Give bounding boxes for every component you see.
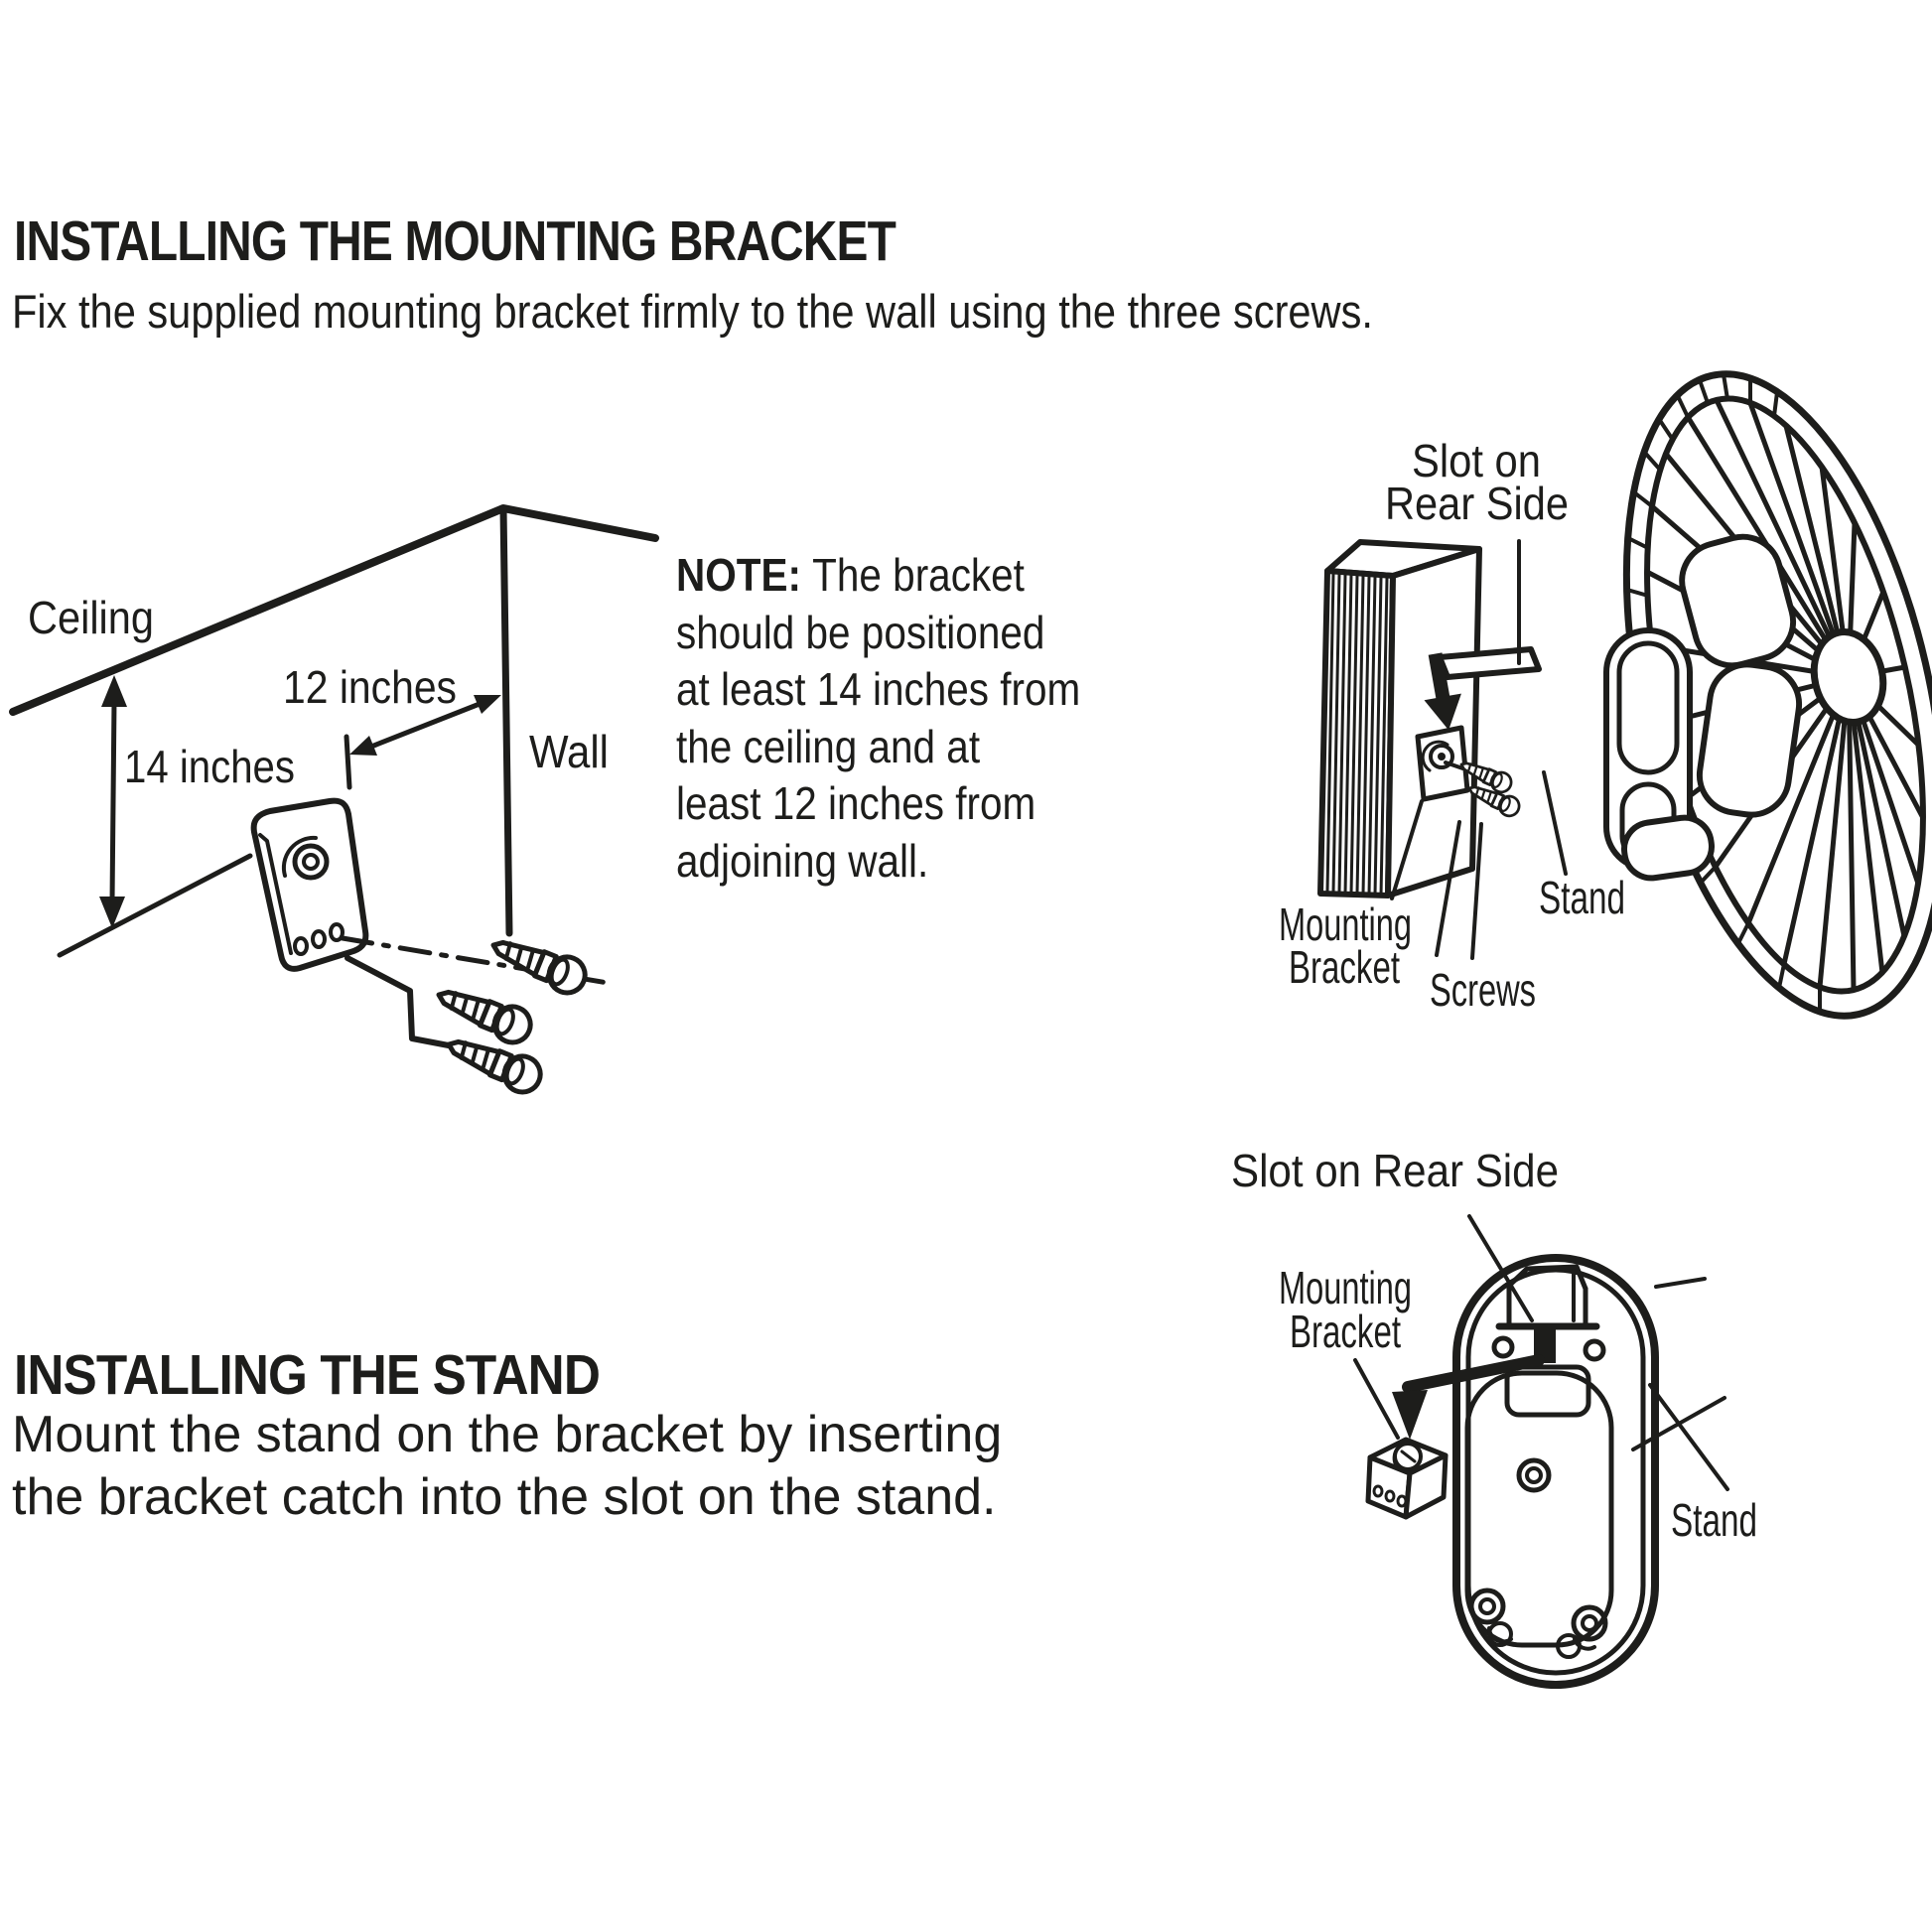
dimension-14-inches bbox=[99, 675, 127, 928]
mounting-label-line1: Mounting bbox=[1279, 1262, 1412, 1313]
insert-direction-arrow bbox=[1392, 1328, 1556, 1440]
bracket-catch-edge bbox=[345, 955, 478, 1053]
mounting-bracket bbox=[250, 797, 369, 972]
wall-label: Wall bbox=[529, 726, 609, 777]
stand-leader bbox=[1648, 1383, 1729, 1491]
wall-clearance-diagram: Ceiling 12 inches Wall 14 inches bbox=[9, 504, 659, 1112]
note-label: NOTE: bbox=[676, 549, 801, 601]
slot-side-hole-left bbox=[1491, 1335, 1515, 1359]
slot-side-hole-right bbox=[1583, 1338, 1606, 1362]
12-inches-label: 12 inches bbox=[283, 661, 457, 713]
section-body-stand: Mount the stand on the bracket by insert… bbox=[12, 1404, 1002, 1529]
mounting-bracket-leader bbox=[1353, 1358, 1400, 1440]
mounting-bracket bbox=[1415, 725, 1470, 802]
stand-leader bbox=[1542, 770, 1568, 876]
dimension-12-inches bbox=[344, 695, 501, 790]
ceiling-label: Ceiling bbox=[28, 592, 154, 643]
note-line: The bracket bbox=[812, 549, 1025, 601]
stand-leader-tick bbox=[1631, 1396, 1726, 1451]
note-line: least 12 inches from bbox=[676, 777, 1036, 829]
fan-mounting-diagram: Slot on Rear Side Mounting Bracket Screw… bbox=[1279, 370, 1932, 1020]
slot-label: Slot on Rear Side bbox=[1231, 1145, 1559, 1196]
stand-body-line2: the bracket catch into the slot on the s… bbox=[12, 1468, 997, 1526]
note-line: should be positioned bbox=[676, 606, 1045, 658]
slot-cutout bbox=[1495, 1264, 1600, 1330]
mounting-bracket bbox=[1365, 1437, 1449, 1520]
insert-direction-arrow bbox=[1424, 652, 1461, 731]
stand-label: Stand bbox=[1671, 1494, 1757, 1546]
fan-stand bbox=[1603, 627, 1715, 882]
note-line: at least 14 inches from bbox=[676, 663, 1081, 715]
leader-lines bbox=[1353, 1214, 1729, 1491]
mounting-label-line2: Bracket bbox=[1290, 1306, 1401, 1357]
stand-back-plate bbox=[1452, 1254, 1659, 1689]
plate-edge-tick bbox=[1654, 1277, 1707, 1289]
wood-stud bbox=[1317, 539, 1482, 898]
center-hole bbox=[1516, 1457, 1552, 1493]
wood-grain bbox=[1325, 572, 1389, 897]
stand-label: Stand bbox=[1539, 872, 1625, 923]
section-body-mounting-bracket: Fix the supplied mounting bracket firmly… bbox=[12, 285, 1373, 338]
stand-body-line1: Mount the stand on the bracket by insert… bbox=[12, 1406, 1003, 1463]
stand-back-diagram: Slot on Rear Side Mounting Bracket Stand bbox=[1231, 1145, 1757, 1689]
fan-hub bbox=[1810, 628, 1887, 726]
fan-motor-housing bbox=[1679, 533, 1803, 818]
14-inches-label: 14 inches bbox=[124, 741, 295, 792]
slot-label-line2: Rear Side bbox=[1385, 478, 1569, 529]
screws-leader-1 bbox=[1435, 820, 1461, 957]
slot-leader bbox=[1467, 1214, 1534, 1322]
section-heading-stand: INSTALLING THE STAND bbox=[14, 1343, 601, 1407]
mounting-bracket-leader bbox=[1390, 799, 1424, 900]
mounting-label-line1: Mounting bbox=[1279, 898, 1412, 950]
screw-bosses bbox=[1468, 1587, 1608, 1659]
leader-lines bbox=[1390, 539, 1568, 960]
note-line: the ceiling and at bbox=[676, 720, 981, 772]
note-block: NOTE: The bracket should be positioned a… bbox=[676, 547, 1136, 890]
section-heading-mounting-bracket: INSTALLING THE MOUNTING BRACKET bbox=[14, 209, 897, 273]
mounting-label-line2: Bracket bbox=[1289, 941, 1400, 993]
note-line: adjoining wall. bbox=[676, 834, 929, 887]
bracket-catch-shelf bbox=[1437, 646, 1542, 680]
screws-leader-2 bbox=[1470, 822, 1483, 960]
screws-label: Screws bbox=[1430, 964, 1536, 1016]
screws bbox=[432, 928, 590, 1097]
bracket-level-guide-line bbox=[57, 853, 253, 958]
wall-line bbox=[499, 504, 513, 937]
slot-label-line1: Slot on bbox=[1412, 435, 1541, 486]
